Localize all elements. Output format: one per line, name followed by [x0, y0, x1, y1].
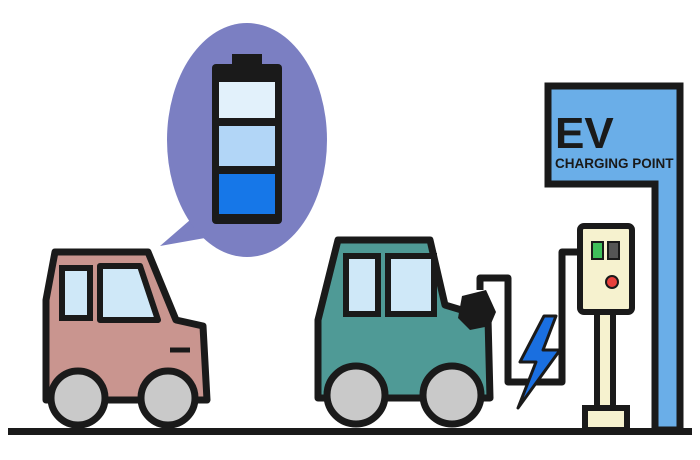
pink-car-front-wheel [47, 367, 109, 429]
pink-car [42, 248, 211, 429]
charger-head [577, 223, 635, 315]
green-car-front-window [343, 253, 381, 317]
charging-plug [458, 290, 496, 330]
charger-base [582, 405, 630, 433]
battery-cell-bottom [219, 174, 275, 214]
ground-line [8, 428, 692, 435]
battery-cell-middle [219, 126, 275, 166]
green-car [314, 236, 496, 428]
sign-title: EV [555, 109, 614, 158]
charger-pole [594, 305, 616, 419]
charging-station [577, 223, 635, 433]
green-car-rear-window [385, 253, 437, 317]
battery-cell-top [219, 82, 275, 118]
green-car-front-wheel [323, 362, 389, 428]
charger-red-button [605, 275, 619, 289]
charger-display [607, 241, 620, 260]
pink-car-front-window [59, 265, 93, 321]
pink-car-rear-window [97, 263, 161, 323]
sign-subtitle: CHARGING POINT [555, 156, 674, 171]
battery-icon [212, 54, 282, 224]
lightning-bolt-icon [516, 314, 562, 410]
green-car-rear-wheel [419, 362, 485, 428]
charging-cable [476, 248, 585, 386]
ev-charging-sign: EV CHARGING POINT [544, 82, 684, 434]
charger-green-button [591, 241, 604, 260]
pink-car-rear-wheel [137, 367, 199, 429]
